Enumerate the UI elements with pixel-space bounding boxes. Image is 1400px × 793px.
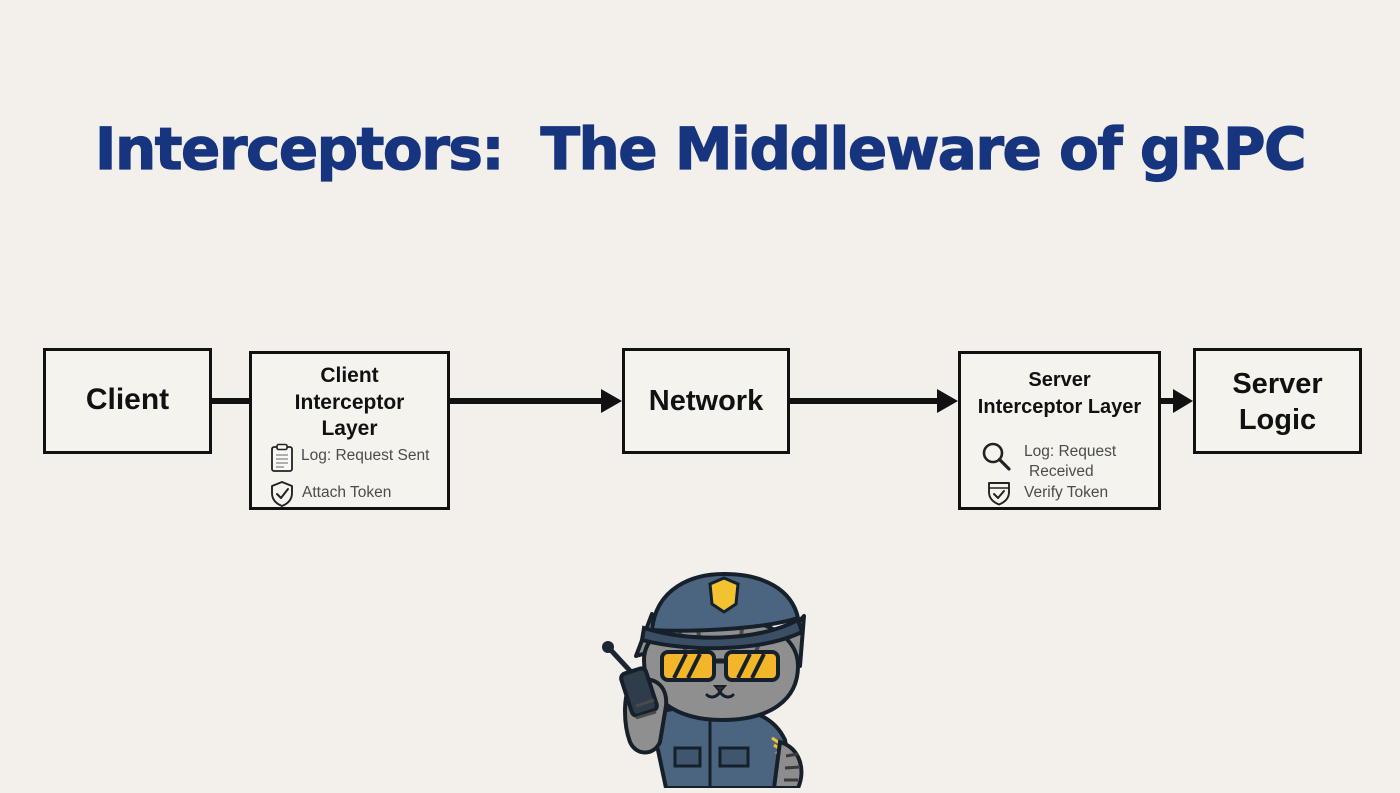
server-logic-box: Server Logic xyxy=(1193,348,1362,454)
server-interceptor-title-line1: Server xyxy=(1028,369,1091,391)
client-interceptor-title-line2: Interceptor xyxy=(294,391,405,414)
shield-check-icon xyxy=(271,481,293,507)
magnifier-icon xyxy=(982,442,1011,471)
client-box: Client xyxy=(43,348,212,454)
arrowhead-network xyxy=(601,389,622,413)
badge-check-icon xyxy=(988,482,1010,506)
diagram-title: Interceptors: The Middleware of gRPC xyxy=(94,114,1307,183)
cap-badge xyxy=(708,576,740,614)
client-interceptor-title-line3: Layer xyxy=(321,417,378,440)
walkie-talkie xyxy=(619,666,659,718)
server-logic-label-line1: Server xyxy=(1232,368,1323,400)
arrowhead-server-logic xyxy=(1173,389,1193,413)
server-step-verify-token: Verify Token xyxy=(1024,484,1109,501)
clipboard-icon xyxy=(271,443,293,472)
client-step-log-request-sent: Log: Request Sent xyxy=(301,447,430,464)
client-label: Client xyxy=(85,383,170,416)
client-interceptor-box: Client Interceptor Layer Log: Request Se… xyxy=(249,351,450,510)
client-step-attach-token: Attach Token xyxy=(302,484,392,501)
server-interceptor-box: Server Interceptor Layer Log: Request Re… xyxy=(958,351,1161,510)
server-interceptor-title-line2: Interceptor Layer xyxy=(977,396,1142,418)
network-box: Network xyxy=(622,348,790,454)
police-cat-mascot xyxy=(560,560,850,790)
server-step-log-request-received-line2: Received xyxy=(1029,463,1094,480)
client-interceptor-title-line1: Client xyxy=(320,364,379,387)
arrowhead-server-interceptor xyxy=(937,389,958,413)
network-label: Network xyxy=(648,385,764,417)
server-logic-label-line2: Logic xyxy=(1238,404,1317,436)
server-step-log-request-received-line1: Log: Request xyxy=(1024,443,1117,460)
